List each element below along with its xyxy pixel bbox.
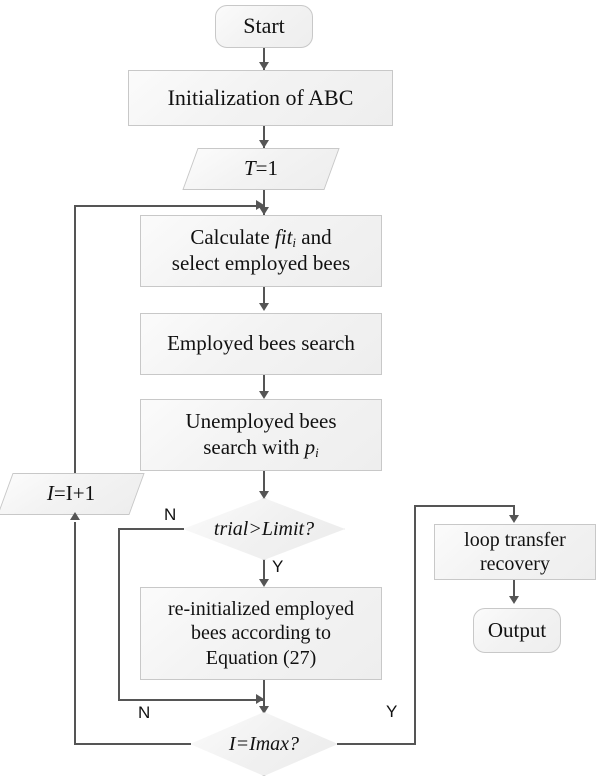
node-imax-label: I=Imax? [228,732,300,755]
fit-subscript: i [292,235,297,251]
node-output-label: Output [487,617,547,642]
fit-variable: fit [274,225,293,250]
node-start[interactable]: Start [215,5,313,48]
edge-loop-entry-vertical [513,505,515,518]
edge-label-trial-no: N [164,505,177,524]
arrowhead-calc-to-employed [259,303,269,311]
edge-tset-to-calc [263,190,265,215]
node-calculate-fitness[interactable]: Calculate fiti and select employed bees [140,215,382,287]
arrowhead-loop-to-output [509,596,519,604]
node-unemployed-line1: Unemployed bees [185,409,337,434]
arrowhead-trial-yes [259,579,269,587]
p-subscript: i [315,444,319,460]
calc-line1-prefix: Calculate [190,225,275,250]
edge-loopback-vertical [74,205,76,475]
arrowhead-to-loop-transfer [509,515,519,523]
arrowhead-tset-to-calc [259,207,269,215]
t-value: =1 [255,156,279,181]
node-unemployed-bees-search[interactable]: Unemployed bees search with pi [140,399,382,471]
node-imax-decision[interactable]: I=Imax? [190,712,338,776]
edge-trial-no-to-junction [118,699,265,701]
edge-imax-yes-to-loop [414,505,515,507]
node-reinitialize-line2: bees according to [191,622,331,645]
edge-label-imax-no: N [138,703,151,722]
node-employed-bees-search-label: Employed bees search [167,331,355,356]
edge-label-imax-yes: Y [386,702,398,721]
unemployed-line2-prefix: search with [203,435,305,459]
node-reinitialize-line1: re-initialized employed [167,597,355,620]
edge-imax-yes-vertical [414,505,416,745]
node-increment-counter[interactable]: I=I+1 [0,473,145,515]
edge-reinit-to-imax [263,680,265,712]
node-reinitialize-line3: Equation (27) [205,646,317,669]
edge-loop-to-output [513,580,515,598]
arrowhead-employed-to-unemployed [259,391,269,399]
edge-trial-no-vertical [118,528,120,700]
edge-init-to-tset [263,126,265,148]
edge-calc-to-employed [263,287,265,309]
edge-trial-yes-vertical [263,560,265,585]
p-variable: p [304,435,316,459]
node-loop-transfer-line1: loop transfer [464,528,566,551]
node-reinitialize-employed[interactable]: re-initialized employed bees according t… [140,587,382,680]
node-calculate-fitness-line2: select employed bees [171,251,351,275]
arrowhead-trial-no-junction [256,694,264,704]
t-variable: T [243,156,256,181]
i-expression: =I+1 [53,481,96,506]
edge-start-to-init [263,48,265,70]
edge-loopback-horizontal [74,205,264,207]
node-initialization-label: Initialization of ABC [167,84,354,110]
node-t-assignment[interactable]: T=1 [182,148,340,190]
node-initialization[interactable]: Initialization of ABC [128,70,393,126]
edge-trial-no-horizontal [118,528,184,530]
arrowhead-reinit-to-imax [259,706,269,714]
calc-line1-suffix: and [296,225,332,250]
node-trial-limit-label: trial>Limit? [213,517,315,540]
i-variable: I [46,481,54,506]
edge-imax-yes-horizontal [337,743,416,745]
edge-unemployed-to-trial [263,471,265,495]
node-employed-bees-search[interactable]: Employed bees search [140,313,382,375]
arrowhead-imax-no-to-increment [70,512,80,520]
node-calculate-fitness-line1: Calculate fiti and [190,225,331,251]
node-t-assignment-label: T=1 [190,156,332,182]
node-unemployed-line2: search with pi [203,435,319,461]
arrowhead-start-to-init [259,62,269,70]
node-loop-transfer-recovery[interactable]: loop transfer recovery [434,524,596,580]
edge-label-trial-yes: Y [272,557,284,576]
arrowhead-unemployed-to-trial [259,491,269,499]
node-trial-limit-decision[interactable]: trial>Limit? [183,498,345,560]
node-increment-counter-label: I=I+1 [5,481,137,507]
node-start-label: Start [243,13,285,39]
edge-employed-to-unemployed [263,375,265,397]
edge-imax-no-vertical [74,522,76,744]
arrowhead-loopback-to-calc [256,200,264,210]
edge-imax-no-horizontal [74,743,191,745]
node-output[interactable]: Output [473,608,561,653]
arrowhead-init-to-tset [259,140,269,148]
node-loop-transfer-line2: recovery [480,553,550,575]
